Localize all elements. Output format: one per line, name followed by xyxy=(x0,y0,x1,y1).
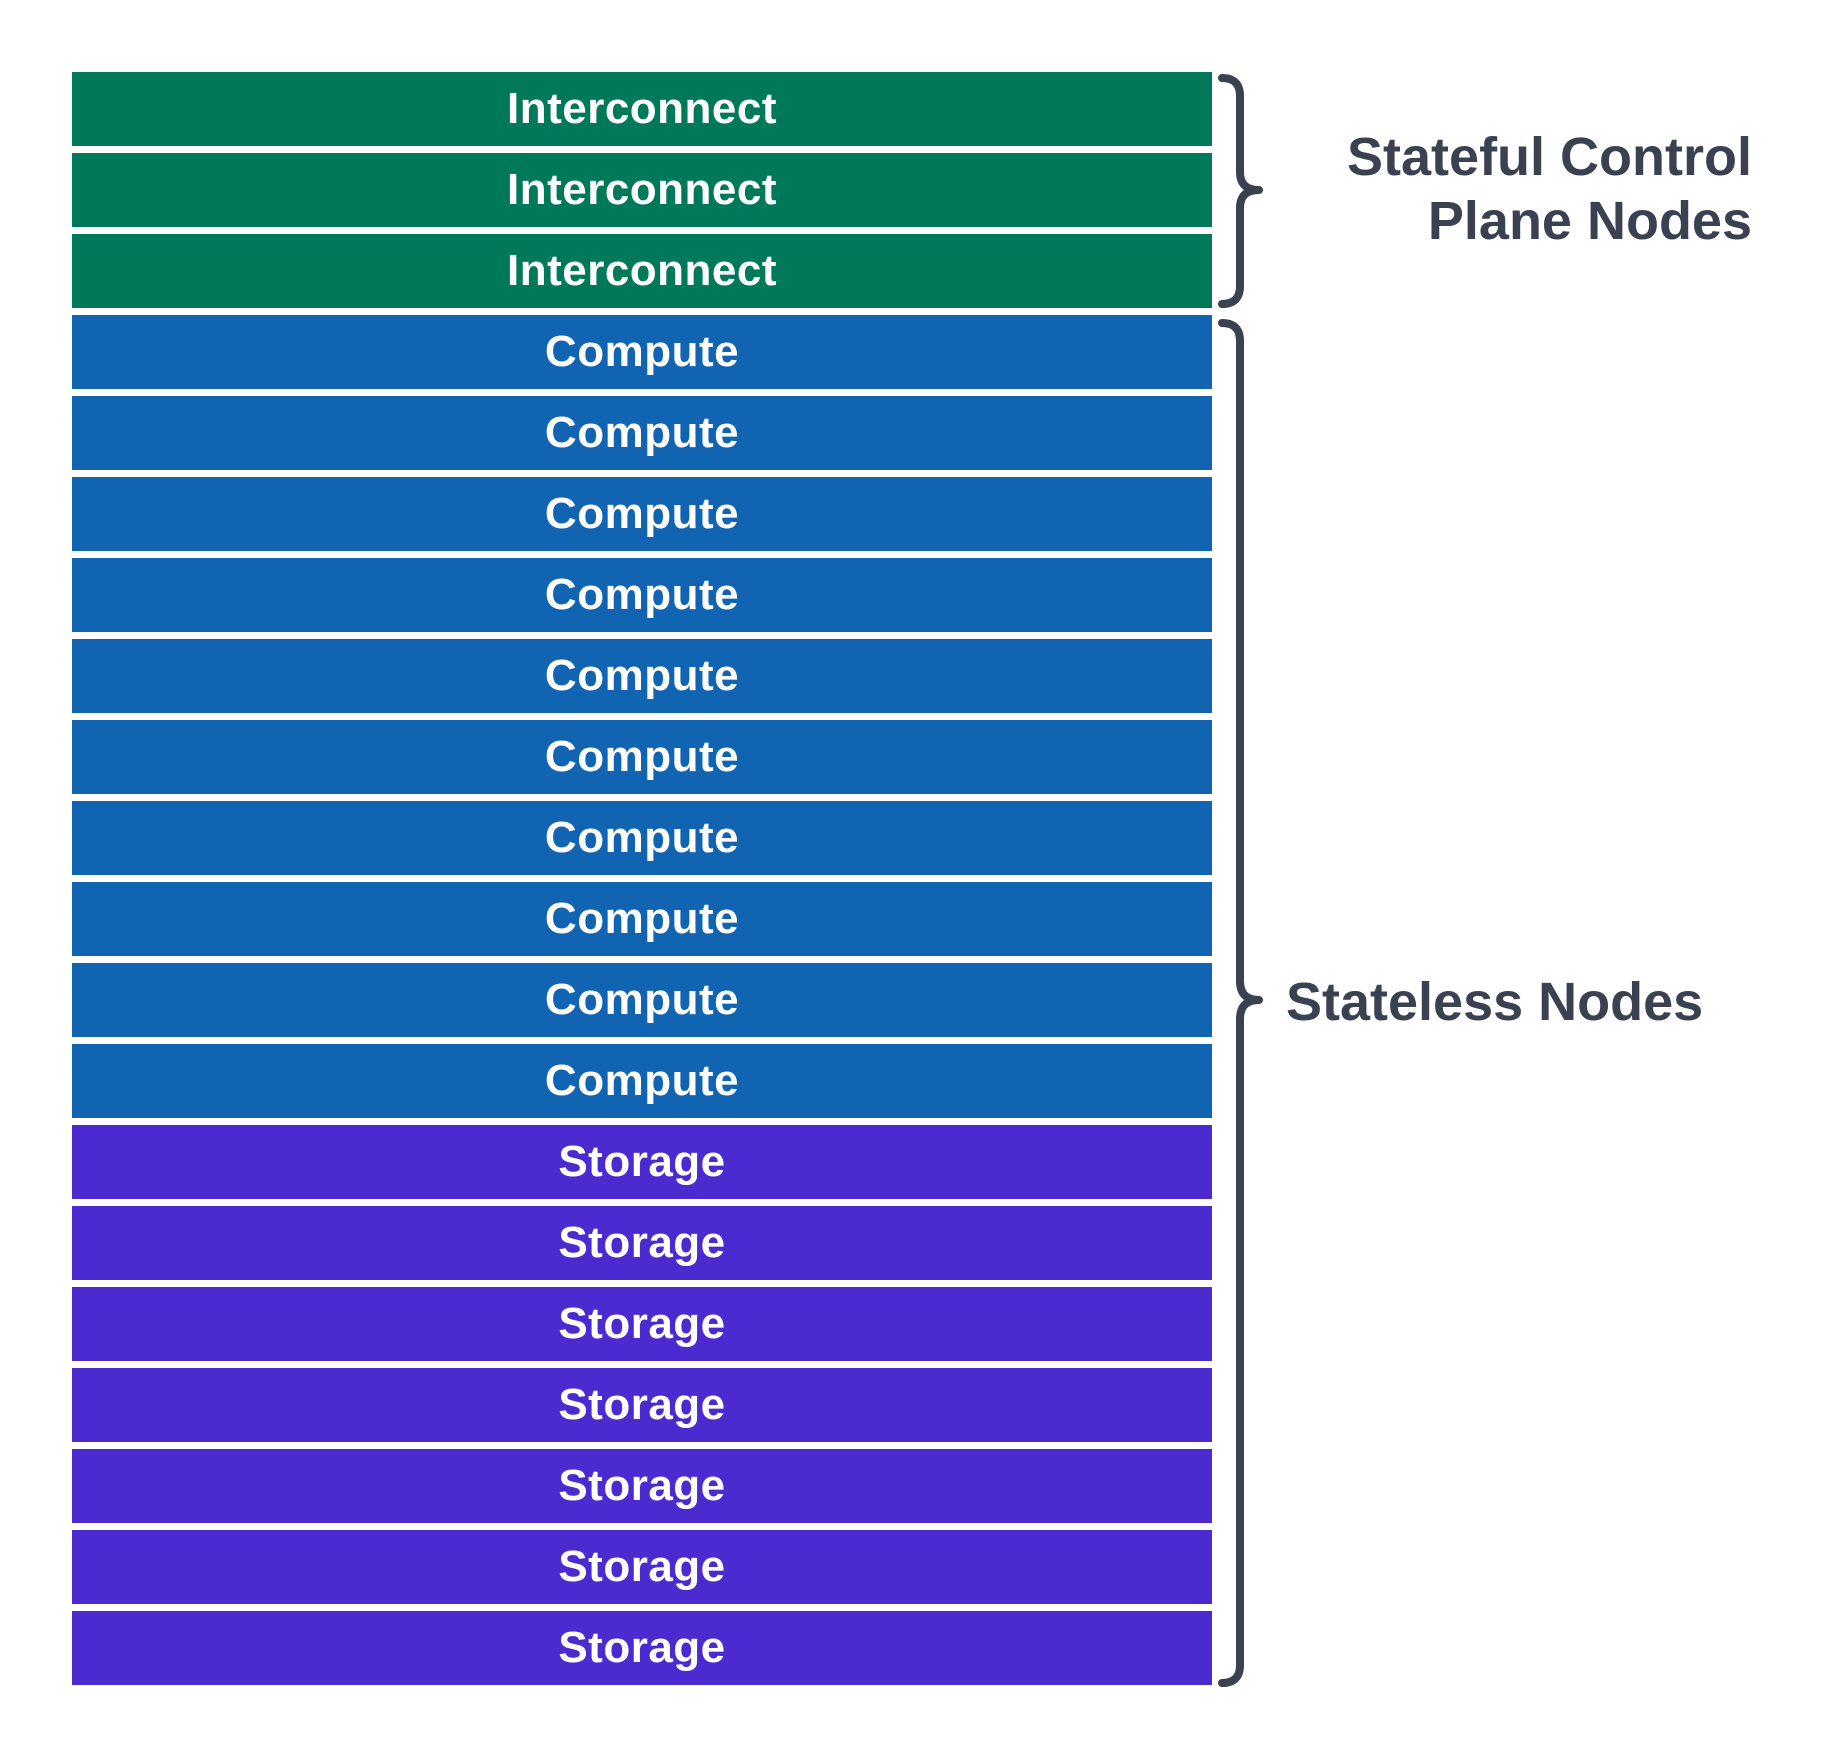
node-bar-compute: Compute xyxy=(72,315,1212,389)
node-bar-compute: Compute xyxy=(72,396,1212,470)
stateful-group-label-line2: Plane Nodes xyxy=(1427,191,1752,251)
node-bar-storage: Storage xyxy=(72,1368,1212,1442)
stateless-group-label: Stateless Nodes xyxy=(1278,321,1752,1685)
stateful-group-label-line1: Stateful Control xyxy=(1347,127,1752,188)
node-bar-compute: Compute xyxy=(72,882,1212,956)
stateless-group-label-line1: Stateless Nodes xyxy=(1286,972,1704,1033)
node-bar-compute: Compute xyxy=(72,477,1212,551)
node-bar-compute: Compute xyxy=(72,1044,1212,1118)
node-bar-storage: Storage xyxy=(72,1611,1212,1685)
node-bar-interconnect: Interconnect xyxy=(72,153,1212,227)
node-bar-compute: Compute xyxy=(72,801,1212,875)
node-bar-interconnect: Interconnect xyxy=(72,72,1212,146)
node-bar-compute: Compute xyxy=(72,720,1212,794)
stateless-group-brace xyxy=(1218,319,1263,1687)
stateful-group-label: Stateful Control Plane Nodes xyxy=(1278,72,1752,308)
node-bar-storage: Storage xyxy=(72,1206,1212,1280)
node-bar-storage: Storage xyxy=(72,1125,1212,1199)
stateful-group-brace xyxy=(1218,74,1263,308)
node-bar-compute: Compute xyxy=(72,639,1212,713)
node-bar-storage: Storage xyxy=(72,1287,1212,1361)
node-bar-interconnect: Interconnect xyxy=(72,234,1212,308)
node-bar-storage: Storage xyxy=(72,1530,1212,1604)
node-bar-compute: Compute xyxy=(72,963,1212,1037)
node-bar-storage: Storage xyxy=(72,1449,1212,1523)
node-bar-compute: Compute xyxy=(72,558,1212,632)
